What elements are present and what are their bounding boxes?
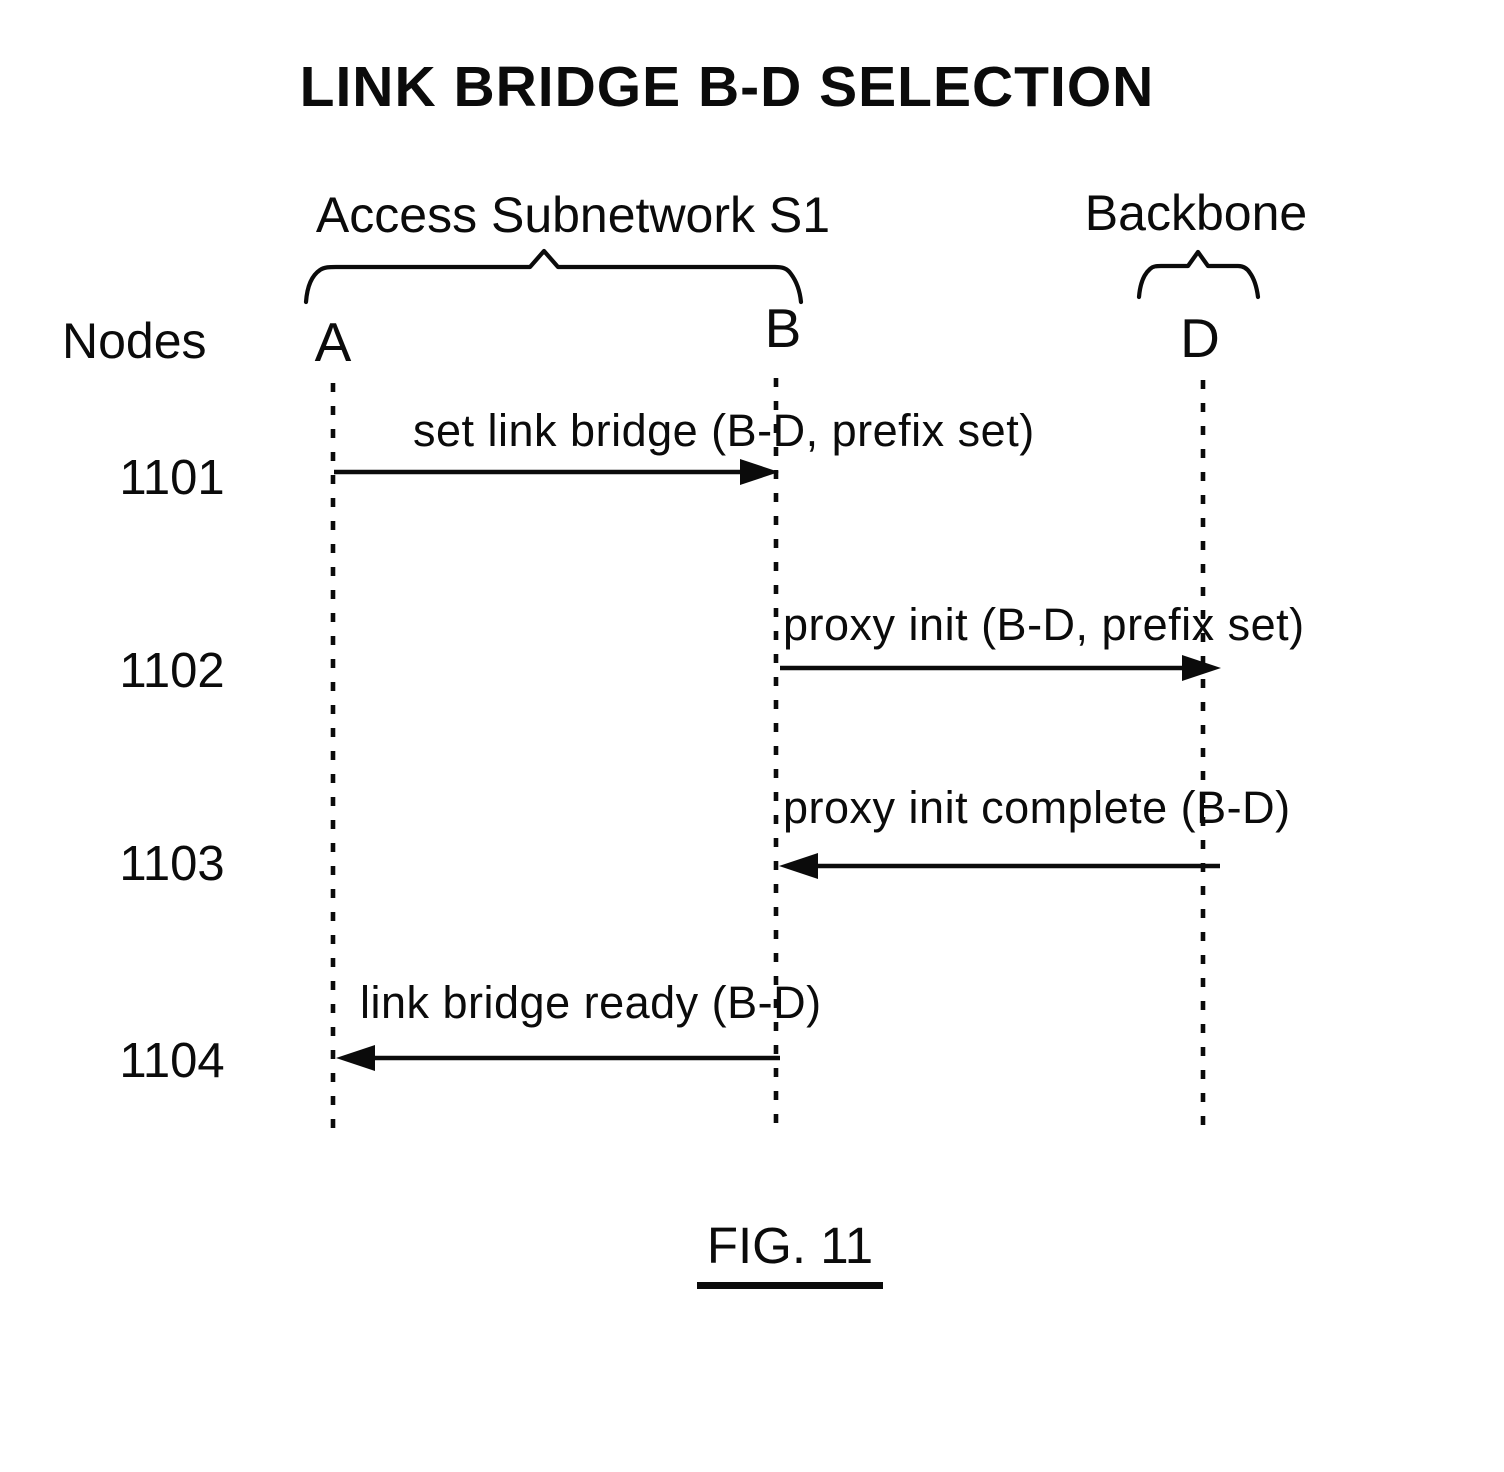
message-label-1101: set link bridge (B-D, prefix set) (413, 405, 1035, 456)
nodes-axis-label: Nodes (62, 313, 207, 369)
arrow-1102 (780, 655, 1221, 681)
message-label-1103: proxy init complete (B-D) (783, 782, 1291, 833)
node-label-b: B (764, 297, 802, 359)
figure-caption-text: FIG. 11 (696, 1217, 884, 1290)
brace-access-subnetwork-icon (303, 248, 804, 305)
group-label-backbone: Backbone (1084, 185, 1308, 241)
arrowhead-left-icon (779, 853, 818, 879)
arrowhead-right-icon (1182, 655, 1221, 681)
node-label-a: A (314, 311, 352, 373)
message-ref-1103: 1103 (119, 837, 225, 891)
message-label-1102: proxy init (B-D, prefix set) (783, 599, 1305, 650)
node-label-d: D (1180, 307, 1220, 369)
figure-caption: FIG. 11 (615, 1217, 965, 1290)
message-ref-1101: 1101 (119, 451, 225, 505)
arrowhead-right-icon (740, 459, 779, 485)
figure-title: LINK BRIDGE B-D SELECTION (299, 55, 1155, 119)
group-label-access-subnetwork: Access Subnetwork S1 (315, 187, 831, 243)
message-ref-1104: 1104 (119, 1034, 225, 1088)
message-label-1104: link bridge ready (B-D) (360, 977, 822, 1028)
message-ref-1102: 1102 (119, 644, 225, 698)
arrow-1104 (336, 1045, 780, 1071)
brace-backbone-icon (1136, 249, 1261, 300)
arrow-1103 (779, 853, 1220, 879)
arrow-1101 (334, 459, 779, 485)
arrowhead-left-icon (336, 1045, 375, 1071)
